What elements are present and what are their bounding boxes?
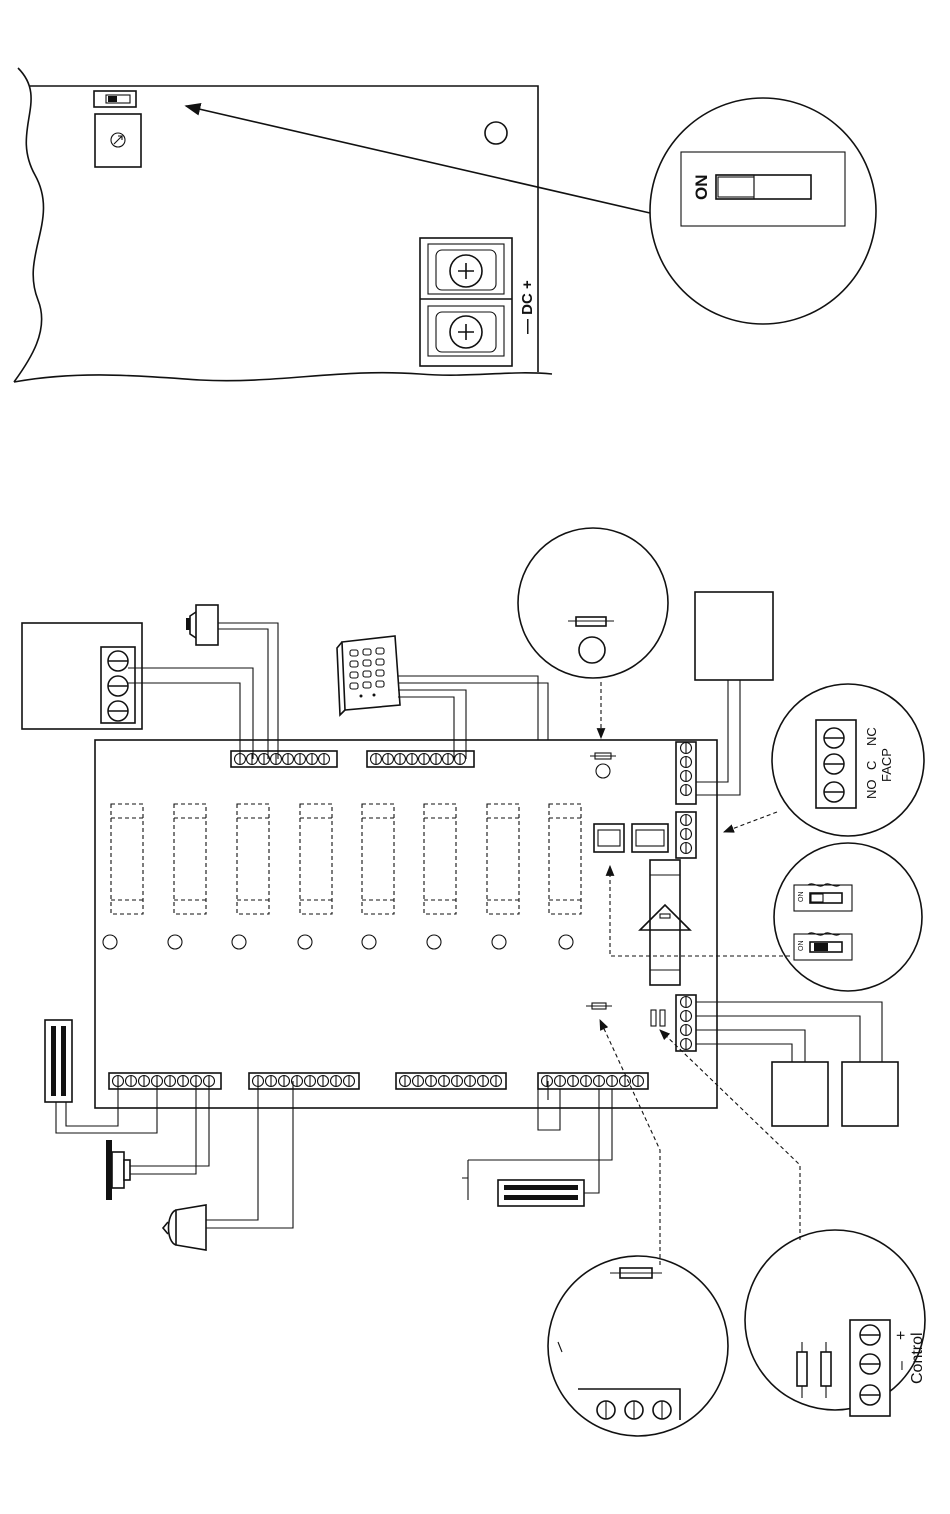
door-strike-wires	[130, 1081, 209, 1174]
siren-wires	[206, 1081, 293, 1228]
top-terminal-strip-2[interactable]	[367, 751, 474, 767]
control-magnified-callout	[745, 1230, 925, 1410]
resistor-bottom-magnified-callout	[548, 1256, 728, 1436]
keypad-wires	[398, 676, 548, 759]
alarm-panel-wires	[696, 680, 740, 795]
control-resistor-1	[797, 1342, 807, 1398]
led-row	[103, 935, 573, 949]
facp-label-no: NO	[864, 780, 879, 800]
bottom-terminal-strip-4[interactable]	[538, 1073, 648, 1089]
bottom-terminal-strip-3[interactable]	[396, 1073, 506, 1089]
output-device-wires	[696, 1002, 882, 1062]
control-label-minus: –	[893, 1361, 910, 1370]
facp-label-c: C	[864, 761, 879, 770]
callout-arrow	[186, 106, 650, 213]
door-contact-siren	[163, 1205, 206, 1250]
board-fuse-holder	[650, 860, 680, 985]
dip-on-label-upper: ON	[798, 892, 805, 903]
mag-lock-bottom	[498, 1180, 584, 1206]
board-resistor-pair-1	[651, 1010, 656, 1026]
power-supply-box	[22, 623, 142, 729]
facp-terminal-block[interactable]	[676, 812, 696, 858]
control-group-label: Control	[909, 1332, 926, 1384]
mag-lock-left	[45, 1020, 72, 1102]
controller-board	[95, 740, 717, 1108]
power-control-terminal-block[interactable]	[676, 995, 696, 1051]
facp-callout-leader	[724, 812, 777, 832]
dc-terminal-label: — DC +	[519, 280, 536, 334]
dc-terminal-block[interactable]	[420, 238, 512, 366]
alarm-panel-box	[695, 592, 773, 680]
dip-switch-on-label: ON	[692, 175, 711, 201]
resistor-magnified-callout	[518, 528, 668, 678]
output-device-2	[842, 1062, 898, 1126]
dip-magnified-callout	[774, 843, 922, 991]
dip-switch-magnified-callout	[650, 98, 876, 324]
board-mounting-hole	[485, 122, 507, 144]
rex-wires	[218, 623, 278, 759]
dip-switch-magnified[interactable]	[716, 175, 811, 199]
interface-terminal-block[interactable]	[676, 742, 696, 804]
relay-row	[111, 804, 581, 914]
dip-on-label-lower: ON	[798, 941, 805, 952]
control-label-plus: +	[893, 1331, 910, 1340]
control-resistor-2	[821, 1342, 831, 1398]
board-led	[596, 764, 610, 778]
request-to-exit-button	[186, 605, 218, 645]
controller-board-figure: NC C NO FACP ON ON	[22, 528, 926, 1436]
board-dip-switch-2[interactable]	[632, 824, 668, 852]
keypad-reader	[337, 636, 400, 715]
facp-label-nc: NC	[864, 727, 879, 746]
dip-callout-leader	[610, 866, 790, 956]
door-strike	[106, 1140, 130, 1200]
top-board-figure: — DC + ON	[14, 68, 876, 382]
bottom-terminal-strip-1[interactable]	[109, 1073, 221, 1089]
bottom-terminal-strip-2[interactable]	[249, 1073, 359, 1089]
resistor-bottom-leader	[600, 1020, 660, 1265]
facp-group-label: FACP	[879, 748, 894, 782]
power-supply-wires	[128, 668, 253, 759]
board-resistor-pair-2	[660, 1010, 665, 1026]
top-board-outline	[14, 68, 43, 382]
output-device-1	[772, 1062, 828, 1126]
top-terminal-strip-1[interactable]	[231, 751, 337, 767]
